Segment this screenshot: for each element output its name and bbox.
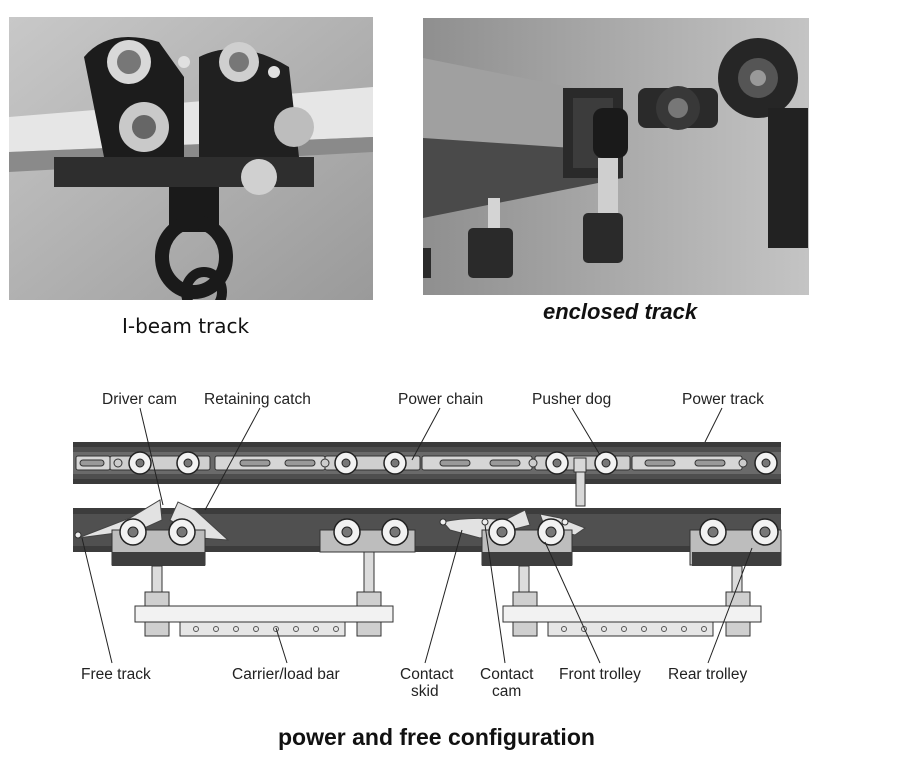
label-front-trolley: Front trolley <box>559 666 641 683</box>
carrier-load-bar-1 <box>134 591 394 637</box>
enclosed-track-photo <box>423 18 809 295</box>
chain-rollers <box>113 451 778 475</box>
label-rear-trolley: Rear trolley <box>668 666 747 683</box>
carrier-load-bar-2 <box>502 591 762 637</box>
diagram-title: power and free configuration <box>278 724 595 750</box>
label-pusher-dog: Pusher dog <box>532 391 611 408</box>
label-carrier-load-bar: Carrier/load bar <box>232 666 340 683</box>
pusher-dog <box>573 457 587 507</box>
ibeam-track-caption: I-beam track <box>122 314 250 338</box>
leader-lines <box>81 407 753 664</box>
label-contact-skid-line1: Contact <box>400 666 454 683</box>
power-chain <box>75 455 743 471</box>
label-retaining-catch: Retaining catch <box>204 391 311 408</box>
label-free-track: Free track <box>81 666 151 683</box>
label-driver-cam: Driver cam <box>102 391 177 408</box>
label-power-chain: Power chain <box>398 391 483 408</box>
power-and-free-diagram: Driver cam Retaining catch Power chain P… <box>73 391 782 700</box>
label-power-track: Power track <box>682 391 764 408</box>
label-contact-skid-line2: skid <box>411 683 439 700</box>
trolley-wheels <box>119 518 779 546</box>
label-contact-cam-line1: Contact <box>480 666 534 683</box>
enclosed-track-caption: enclosed track <box>543 299 698 324</box>
ibeam-track-photo <box>9 17 373 300</box>
label-contact-cam-line2: cam <box>492 683 521 700</box>
